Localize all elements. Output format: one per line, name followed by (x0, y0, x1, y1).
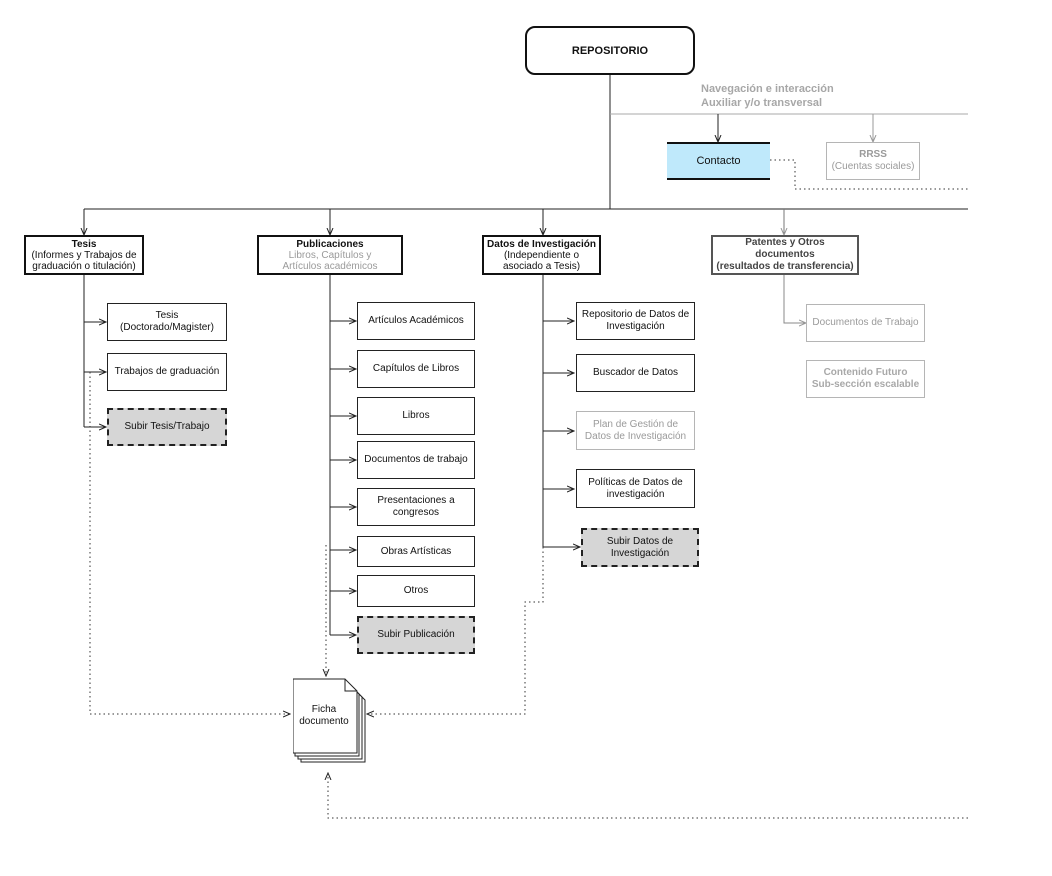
patentes-child-label: Sub-sección escalable (811, 379, 920, 390)
pub-child-label: Obras Artísticas (380, 545, 452, 557)
auxiliary-line-1: Navegación e interacción (701, 83, 834, 95)
pub-child-presentaciones[interactable]: Presentaciones a congresos (357, 488, 475, 526)
rrss-subtitle: (Cuentas sociales) (831, 161, 915, 172)
tesis-child-label: (Doctorado/Magister) (120, 322, 214, 333)
tesis-child-trabajos[interactable]: Trabajos de graduación (107, 353, 227, 391)
subir-datos-label: Investigación (610, 547, 670, 559)
tesis-title: Tesis (71, 238, 97, 250)
pub-child-label: Documentos de trabajo (364, 454, 468, 465)
tesis-subtitle-2: graduación o titulación) (32, 260, 136, 272)
repositorio-root-node[interactable]: REPOSITORIO (525, 26, 695, 75)
ficha-documento-icon[interactable] (293, 678, 367, 764)
pub-child-libros[interactable]: Libros (357, 397, 475, 435)
rrss-node[interactable]: RRSS (Cuentas sociales) (826, 142, 920, 180)
patentes-title-3: (resultados de transferencia) (716, 261, 854, 272)
patentes-child-documentos[interactable]: Documentos de Trabajo (806, 304, 925, 342)
patentes-section-node[interactable]: Patentes y Otros documentos (resultados … (711, 235, 859, 275)
datos-child-label: Repositorio de Datos de (581, 309, 690, 320)
repositorio-label: REPOSITORIO (571, 44, 649, 57)
datos-child-repositorio[interactable]: Repositorio de Datos de Investigación (576, 302, 695, 340)
auxiliary-line-2: Auxiliar y/o transversal (701, 97, 823, 109)
patentes-title-1: Patentes y Otros (745, 237, 825, 248)
pub-child-label: Libros (402, 410, 430, 421)
auxiliary-navigation-label: Navegación e interacción Auxiliar y/o tr… (701, 82, 834, 110)
datos-child-buscador[interactable]: Buscador de Datos (576, 354, 695, 392)
patentes-title-2: documentos (755, 249, 815, 260)
datos-child-label: Buscador de Datos (592, 367, 679, 378)
patentes-child-label: Documentos de Trabajo (812, 317, 919, 328)
ficha-documento-label: Ficha documento (293, 704, 355, 728)
tesis-section-node[interactable]: Tesis (Informes y Trabajos de graduación… (24, 235, 144, 275)
datos-subtitle-1: (Independiente o (503, 249, 580, 261)
datos-child-label: Plan de Gestión de (592, 418, 679, 430)
pub-child-articulos[interactable]: Artículos Académicos (357, 302, 475, 340)
rrss-title: RRSS (859, 149, 887, 160)
pub-child-documentos[interactable]: Documentos de trabajo (357, 441, 475, 479)
contacto-label: Contacto (696, 155, 741, 167)
ficha-line-1: Ficha (311, 704, 337, 715)
subir-tesis-button[interactable]: Subir Tesis/Trabajo (107, 408, 227, 446)
tesis-child-label: Trabajos de graduación (114, 366, 220, 377)
pub-child-label: Presentaciones a (377, 495, 455, 506)
publicaciones-title: Publicaciones (296, 238, 364, 250)
ficha-line-2: documento (299, 716, 349, 727)
datos-section-node[interactable]: Datos de Investigación (Independiente o … (482, 235, 601, 275)
publicaciones-subtitle-1: Libros, Capítulos y (288, 249, 372, 261)
pub-child-otros[interactable]: Otros (357, 575, 475, 607)
pub-child-label: congresos (392, 507, 440, 518)
tesis-subtitle-1: (Informes y Trabajos de (31, 249, 137, 261)
publicaciones-subtitle-2: Artículos académicos (282, 260, 378, 272)
subir-publicacion-label: Subir Publicación (377, 629, 455, 640)
subir-tesis-label: Subir Tesis/Trabajo (124, 421, 210, 432)
datos-title: Datos de Investigación (487, 238, 596, 250)
patentes-child-label: Contenido Futuro (823, 367, 908, 378)
subir-datos-label: Subir Datos de (606, 535, 674, 547)
pub-child-label: Artículos Académicos (368, 315, 464, 326)
datos-child-label: investigación (606, 488, 665, 500)
datos-child-plan-gestion[interactable]: Plan de Gestión de Datos de Investigació… (576, 411, 695, 450)
datos-subtitle-2: asociado a Tesis) (502, 260, 581, 272)
datos-child-politicas[interactable]: Políticas de Datos de investigación (576, 469, 695, 508)
subir-datos-button[interactable]: Subir Datos de Investigación (581, 528, 699, 567)
pub-child-label: Otros (403, 585, 429, 596)
contacto-node[interactable]: Contacto (667, 142, 770, 180)
pub-child-obras[interactable]: Obras Artísticas (357, 536, 475, 567)
datos-child-label: Políticas de Datos de (588, 476, 683, 488)
datos-child-label: Datos de Investigación (584, 430, 687, 442)
patentes-child-contenido-futuro[interactable]: Contenido Futuro Sub-sección escalable (806, 360, 925, 398)
pub-child-capitulos[interactable]: Capítulos de Libros (357, 350, 475, 388)
tesis-child-label: Tesis (155, 310, 179, 321)
datos-child-label: Investigación (606, 321, 665, 332)
subir-publicacion-button[interactable]: Subir Publicación (357, 616, 475, 654)
publicaciones-section-node[interactable]: Publicaciones Libros, Capítulos y Artícu… (257, 235, 403, 275)
tesis-child-doctorado[interactable]: Tesis (Doctorado/Magister) (107, 303, 227, 341)
pub-child-label: Capítulos de Libros (372, 363, 460, 374)
